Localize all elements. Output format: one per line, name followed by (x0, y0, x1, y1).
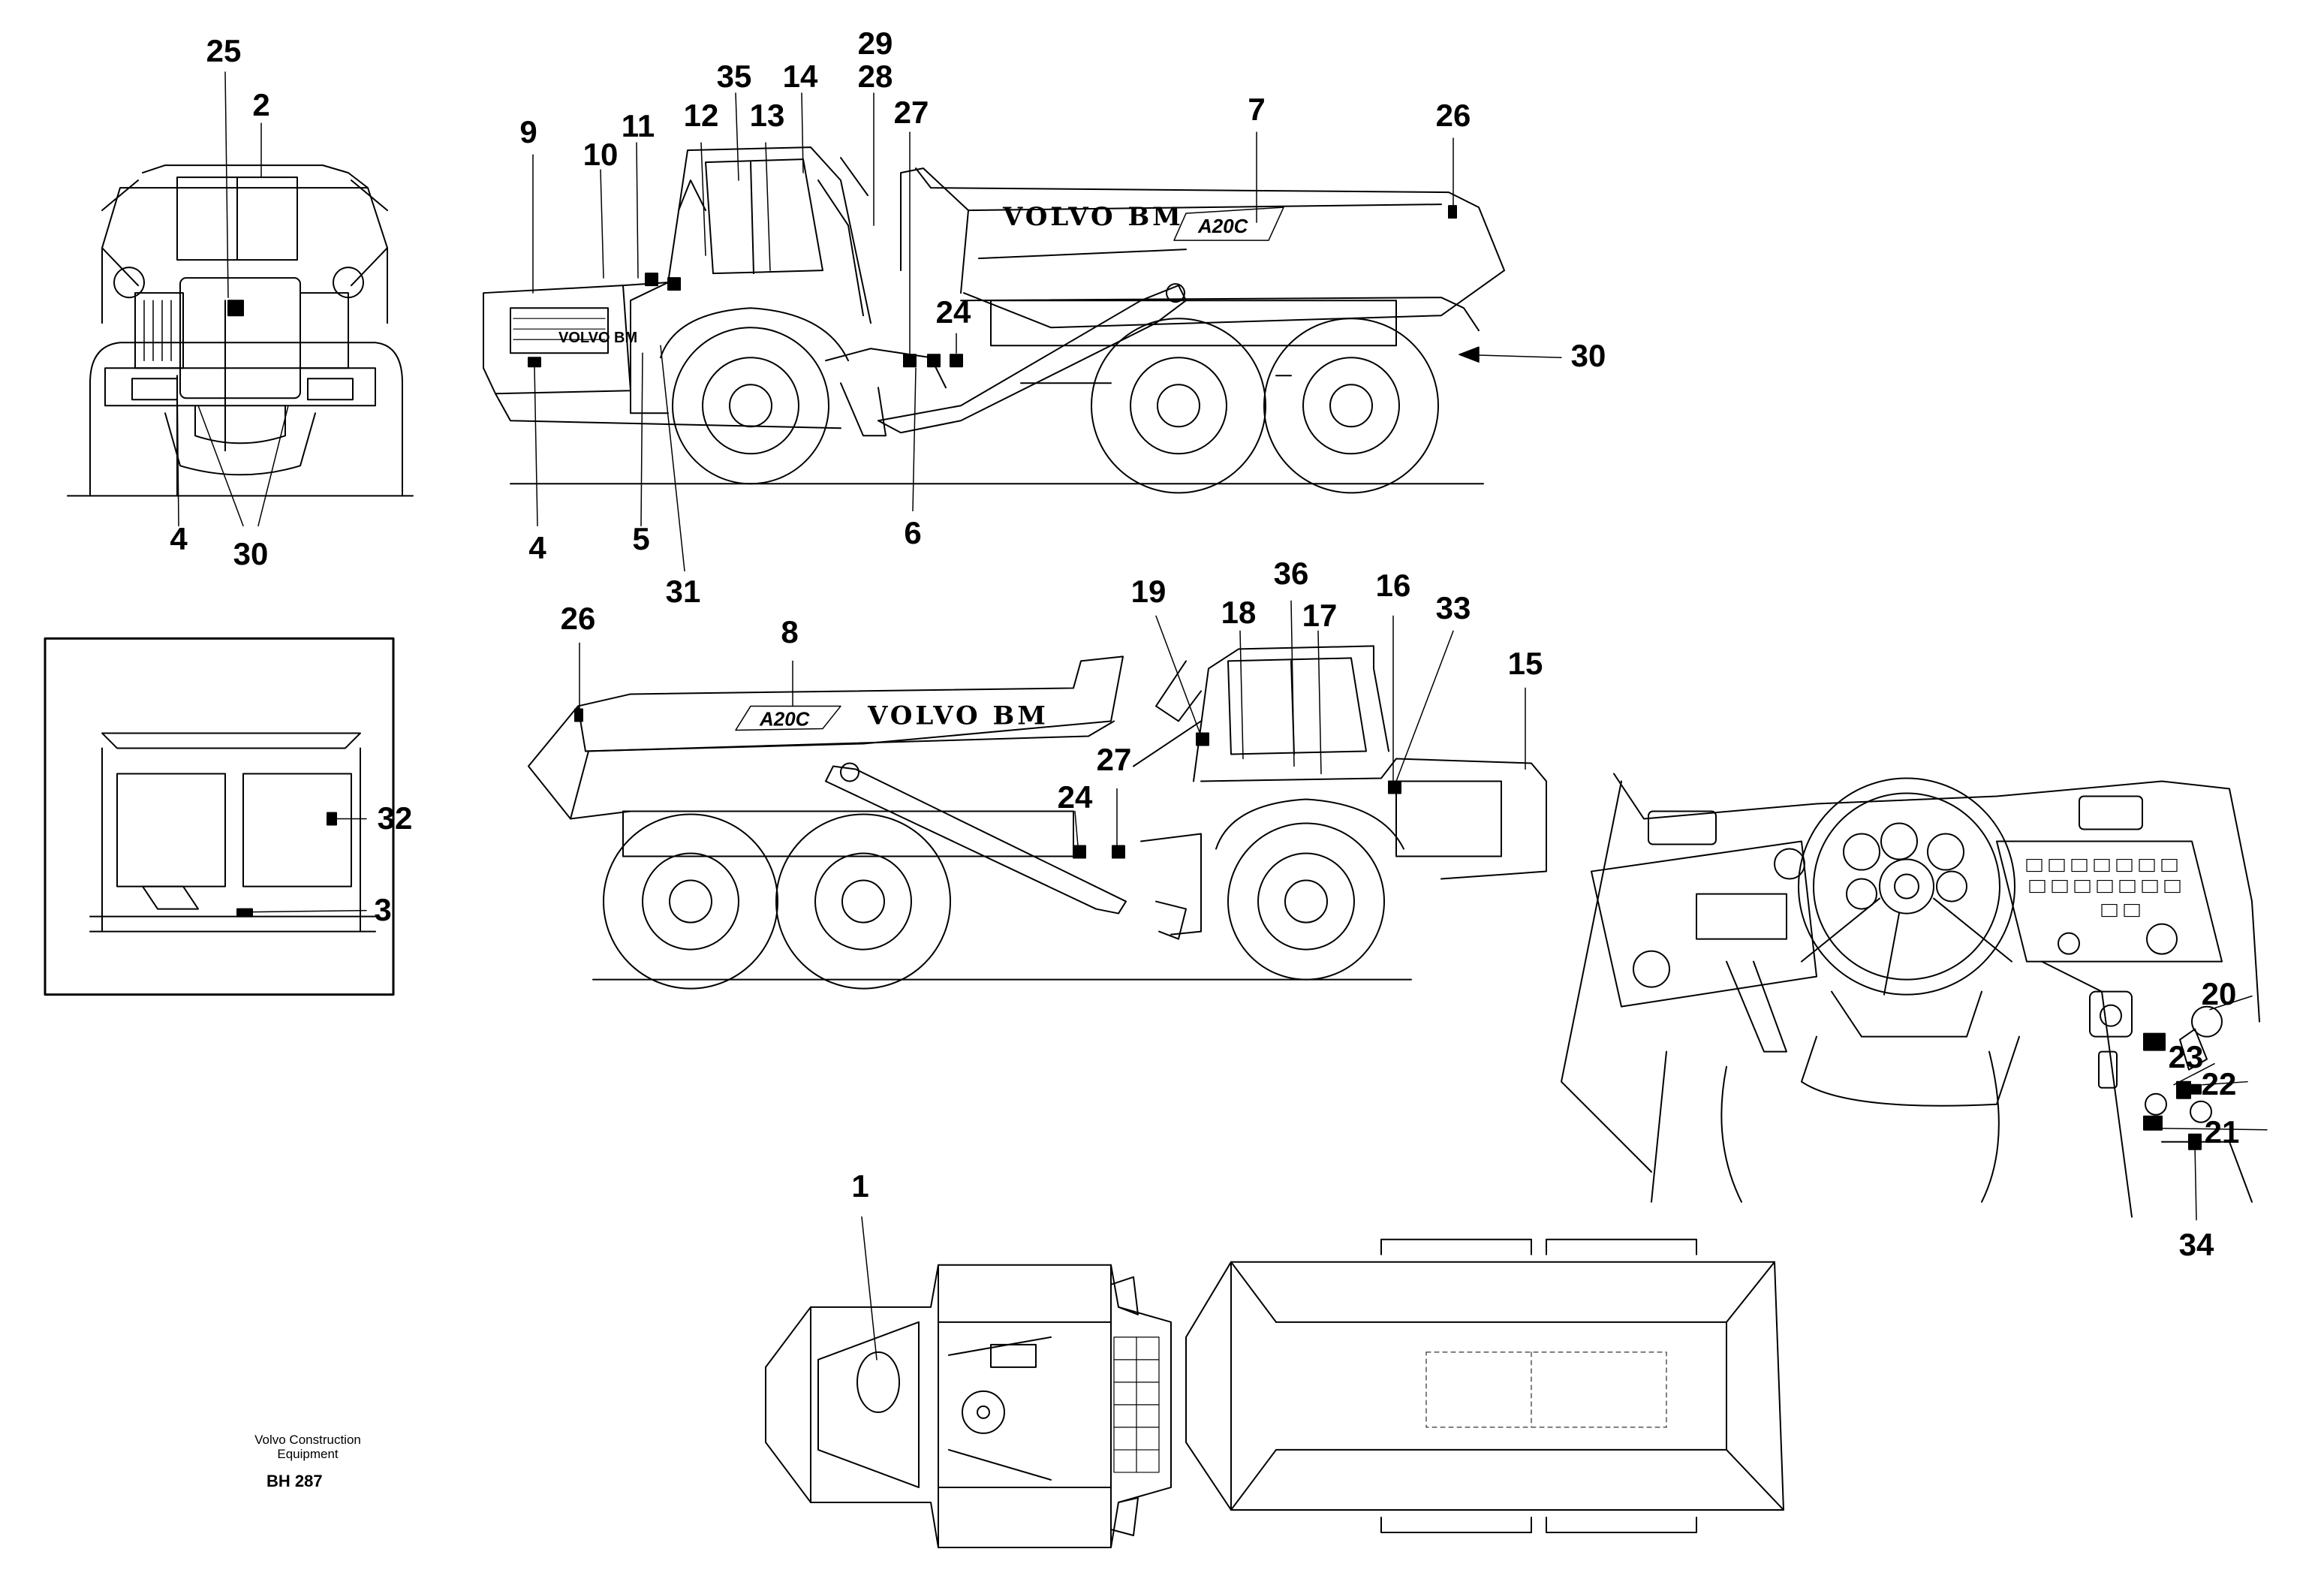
callout-30: 30 (233, 536, 269, 571)
hood-brand-decal: VOLVO BM (558, 330, 637, 346)
callout-22: 22 (2201, 1066, 2237, 1101)
callout-36: 36 (1273, 556, 1309, 591)
callout-14: 14 (782, 59, 818, 94)
callout-23: 23 (2168, 1039, 2204, 1074)
front-view-truck (68, 165, 413, 496)
top-view-leaders (862, 1217, 877, 1360)
callout-32: 32 (377, 800, 413, 836)
manufacturer-line-1: Volvo Construction (254, 1433, 361, 1447)
callout-24: 24 (935, 294, 971, 330)
callout-4: 4 (170, 521, 188, 556)
top-view-truck (766, 1240, 1784, 1547)
drawing-code: BH 287 (266, 1472, 323, 1490)
callout-1: 1 (851, 1168, 869, 1204)
cab-window-leaders (252, 819, 366, 912)
callout-9: 9 (519, 114, 537, 149)
dumpbody-model-decal-1: A20C (1197, 215, 1249, 237)
callout-31: 31 (665, 574, 701, 609)
cab-interior (1561, 773, 2259, 1216)
callout-27: 27 (1096, 742, 1132, 777)
callout-5: 5 (632, 521, 650, 556)
callout-33: 33 (1435, 590, 1471, 625)
callout-21: 21 (2204, 1114, 2240, 1150)
callout-6: 6 (904, 515, 922, 550)
callout-29: 29 (857, 26, 893, 61)
callout-12: 12 (683, 98, 719, 133)
side-view-1-leaders (533, 93, 1561, 571)
manufacturer-line-2: Equipment (277, 1447, 339, 1461)
callout-17: 17 (1302, 598, 1338, 633)
callout-13: 13 (749, 98, 785, 133)
callout-26: 26 (1435, 98, 1471, 133)
callout-26: 26 (560, 601, 596, 636)
side-view-1-truck (483, 147, 1504, 493)
callout-7: 7 (1248, 92, 1266, 127)
dumpbody-model-decal-2: A20C (759, 707, 811, 730)
callout-4: 4 (528, 530, 546, 565)
manufacturer-label: Volvo Construction Equipment (229, 1433, 387, 1461)
callout-18: 18 (1221, 595, 1257, 630)
dumpbody-brand-decal-2: VOLVO BM (867, 701, 1049, 731)
callout-20: 20 (2201, 976, 2237, 1011)
callout-28: 28 (857, 59, 893, 94)
dumpbody-brand-decal-1: VOLVO BM (1002, 202, 1184, 232)
front-view-leaders (177, 72, 288, 526)
callout-8: 8 (781, 614, 799, 649)
callout-16: 16 (1375, 568, 1411, 603)
callout-19: 19 (1130, 574, 1167, 609)
callout-15: 15 (1507, 646, 1543, 681)
callout-10: 10 (583, 137, 619, 172)
callout-11: 11 (621, 108, 655, 143)
callout-34: 34 (2178, 1227, 2214, 1262)
side-view-2-leaders (579, 601, 1525, 845)
callout-24: 24 (1057, 779, 1093, 815)
callout-2: 2 (252, 87, 270, 122)
callout-30: 30 (1570, 338, 1606, 373)
callout-35: 35 (716, 59, 752, 94)
callout-27: 27 (893, 95, 929, 130)
callout-25: 25 (206, 33, 242, 68)
callout-3: 3 (374, 892, 392, 927)
cab-interior-leaders (2162, 996, 2267, 1220)
cab-window-detail (45, 638, 393, 994)
